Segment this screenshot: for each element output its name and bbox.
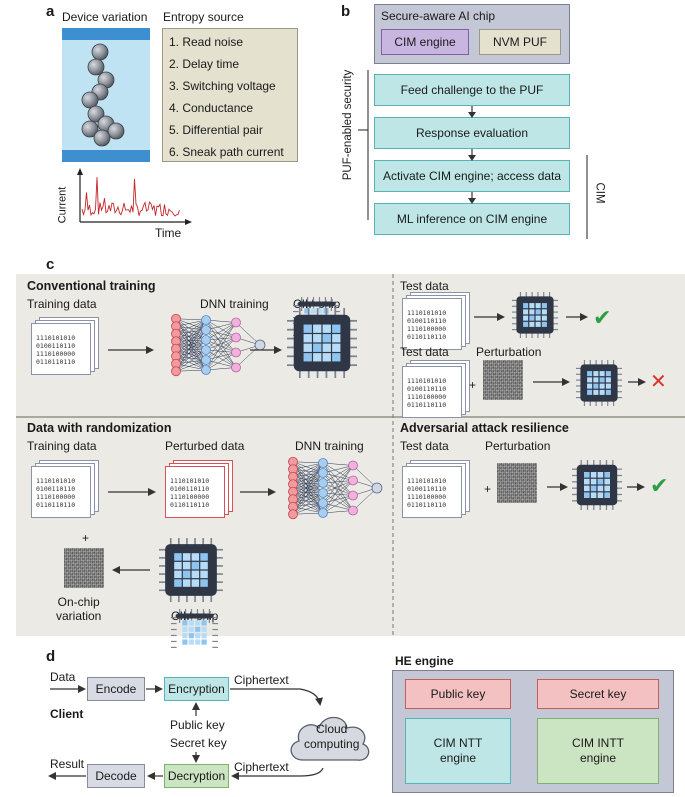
panel-c-label: c	[46, 256, 55, 273]
test-data-label-2: Test data	[400, 345, 449, 359]
training-data-stack-2: 1110101010 0100110110 1110100000 0110110…	[31, 460, 99, 518]
entropy-item: 4. Conductance	[169, 101, 254, 115]
cross-mark: ✕	[650, 369, 667, 393]
cim-chip-5	[572, 460, 622, 510]
test-data-stack-2: 1110101010 0100110110 1110100000 0110110…	[402, 360, 470, 418]
data-input-label: Data	[50, 670, 76, 684]
cloud-icon	[290, 716, 370, 761]
plus-sign-2: +	[82, 531, 90, 545]
data-bits: 1110101010 0100110110 1110100000 0110110…	[407, 477, 447, 509]
public-key-label: Public key	[170, 718, 225, 732]
cim-side-label: CIM	[593, 182, 606, 204]
adversarial-title: Adversarial attack resilience	[400, 421, 569, 435]
puf-bracket	[358, 70, 369, 220]
nvm-puf-box: NVM PUF	[479, 29, 561, 55]
dnn-network-2	[281, 453, 391, 523]
entropy-item: 2. Delay time	[169, 57, 240, 71]
he-secret-key-box: Secret key	[537, 679, 659, 709]
dnn-training-label-2: DNN training	[295, 439, 364, 453]
plus-sign-3: +	[484, 482, 492, 496]
onchip-variation-noise	[64, 548, 104, 588]
cim-chip-1	[287, 308, 357, 378]
training-data-label: Training data	[27, 297, 97, 311]
perturbation-label-2: Perturbation	[485, 439, 551, 453]
plus-sign-1: +	[469, 378, 477, 392]
secure-chip-title: Secure-aware AI chip	[381, 9, 496, 23]
test-data-stack-1: 1110101010 0100110110 1110100000 0110110…	[402, 292, 470, 350]
plot-ylabel: Current	[56, 186, 69, 224]
perturbation-noise-1	[483, 360, 523, 400]
cim-chip-label-2: CIM chip	[171, 609, 218, 648]
entropy-item: 3. Switching voltage	[169, 79, 276, 93]
panel-b-label: b	[341, 3, 351, 20]
step-response-evaluation: Response evaluation	[374, 117, 570, 149]
entropy-source-box: 1. Read noise 2. Delay time 3. Switching…	[162, 28, 298, 162]
he-public-key-box: Public key	[405, 679, 511, 709]
plot-xlabel: Time	[155, 226, 182, 240]
check-mark-1: ✔	[593, 306, 612, 331]
he-engine-title: HE engine	[395, 654, 454, 668]
cim-ntt-engine-box: CIM NTT engine	[405, 718, 511, 784]
device-illustration	[62, 28, 150, 162]
client-label: Client	[50, 707, 84, 721]
dnn-network-1	[164, 310, 274, 380]
cim-chip-4	[159, 538, 223, 602]
cim-engine-box: CIM engine	[381, 29, 469, 55]
randomization-title: Data with randomization	[27, 421, 172, 435]
step-activate-cim: Activate CIM engine; access data	[374, 160, 570, 192]
panel-c-background	[16, 274, 685, 636]
perturbation-noise-2	[497, 463, 537, 503]
data-bits: 1110101010 0100110110 1110100000 0110110…	[407, 377, 447, 409]
panel-d-label: d	[46, 648, 56, 665]
step-ml-inference: ML inference on CIM engine	[374, 203, 570, 235]
he-engine-box: Public key Secret key CIM NTT engine CIM…	[392, 670, 674, 793]
training-data-stack: 1110101010 0100110110 1110100000 0110110…	[31, 317, 99, 375]
step-feed-challenge: Feed challenge to the PUF	[374, 74, 570, 106]
secret-key-label: Secret key	[170, 736, 227, 750]
puf-security-label: PUF-enabled security	[342, 69, 354, 181]
current-time-plot	[77, 168, 192, 225]
cim-intt-engine-box: CIM INTT engine	[537, 718, 659, 784]
training-data-label-2: Training data	[27, 439, 97, 453]
ciphertext-top-label: Ciphertext	[234, 673, 289, 687]
perturbed-data-stack: 1110101010 0100110110 1110100000 0110110…	[165, 460, 233, 518]
entropy-item: 5. Differential pair	[169, 123, 263, 137]
encryption-box: Encryption	[164, 677, 229, 701]
data-bits: 1110101010 0100110110 1110100000 0110110…	[407, 309, 447, 341]
encode-box: Encode	[87, 677, 145, 701]
panel-c-vdivider	[392, 274, 394, 636]
cloud-computing-label: Cloud computing	[304, 722, 360, 751]
onchip-variation-label: On-chip variation	[56, 595, 102, 623]
decryption-box: Decryption	[164, 764, 229, 788]
panel-a-label: a	[46, 3, 55, 20]
panel-c-hdivider	[16, 416, 685, 418]
cim-chip-2	[512, 292, 558, 338]
filament-spheres	[81, 43, 125, 147]
check-mark-2: ✔	[650, 474, 669, 499]
data-bits: 1110101010 0100110110 1110100000 0110110…	[36, 334, 76, 366]
decode-box: Decode	[87, 764, 145, 788]
entropy-item: 6. Sneak path current	[169, 145, 284, 159]
ciphertext-bottom-label: Ciphertext	[234, 760, 289, 774]
cim-chip-3	[576, 360, 622, 406]
dnn-training-label: DNN training	[200, 297, 269, 311]
data-bits: 1110101010 0100110110 1110100000 0110110…	[36, 477, 76, 509]
perturbation-label-1: Perturbation	[476, 345, 542, 359]
secure-chip-box: Secure-aware AI chip CIM engine NVM PUF	[374, 4, 570, 64]
entropy-source-title: Entropy source	[163, 10, 244, 24]
conventional-training-title: Conventional training	[27, 279, 156, 293]
test-data-label-1: Test data	[400, 279, 449, 293]
data-bits: 1110101010 0100110110 1110100000 0110110…	[170, 477, 210, 509]
test-data-label-3: Test data	[400, 439, 449, 453]
result-output-label: Result	[50, 757, 85, 771]
perturbed-data-label: Perturbed data	[165, 439, 245, 453]
device-variation-title: Device variation	[62, 10, 148, 24]
flow-arrows	[468, 106, 476, 204]
test-data-stack-3: 1110101010 0100110110 1110100000 0110110…	[402, 460, 470, 518]
entropy-item: 1. Read noise	[169, 35, 244, 49]
cim-bracket	[586, 155, 588, 239]
